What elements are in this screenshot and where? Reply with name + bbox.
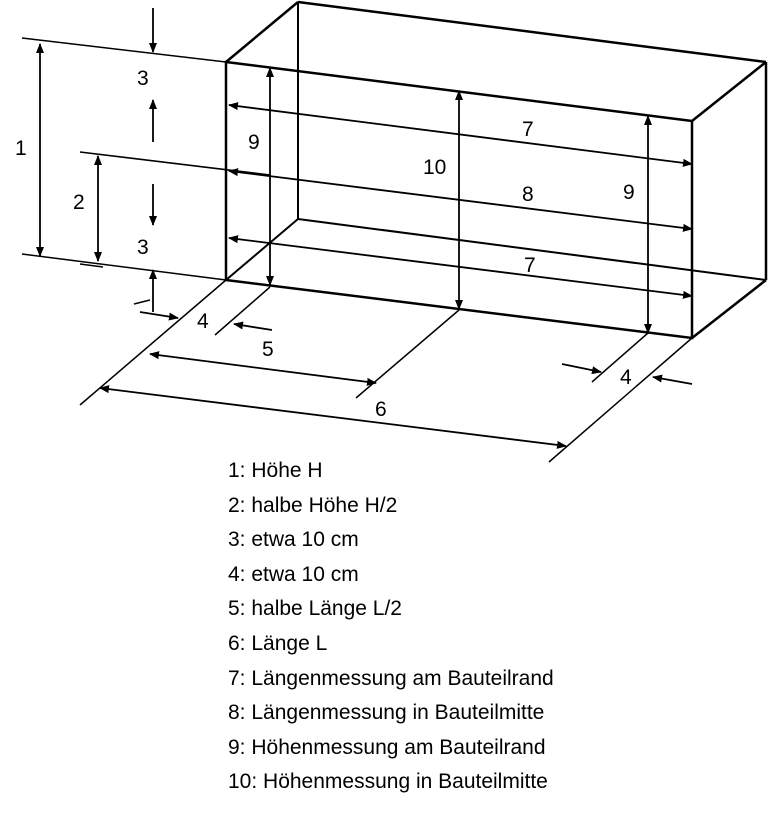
label-1: 1 [15, 137, 27, 160]
extension-lines [21, 37, 693, 463]
box-edge-bottom-right [691, 279, 767, 339]
legend-item: 5: halbe Länge L/2 [228, 597, 402, 621]
legend-item: 6: Länge L [228, 631, 328, 655]
legend: 1: Höhe H 2: halbe Höhe H/2 3: etwa 10 c… [228, 454, 554, 800]
ext-right-1 [548, 337, 693, 463]
legend-item: 10: Höhenmessung in Bauteilmitte [228, 770, 548, 794]
dimension-labels: 1 2 3 3 4 4 5 6 7 8 7 9 10 9 [15, 67, 635, 421]
label-6: 6 [375, 398, 387, 421]
label-9-left: 9 [248, 131, 260, 154]
box-hidden-edge-depth [225, 218, 299, 281]
arrow-7-bottom [228, 235, 693, 299]
label-2: 2 [73, 191, 85, 214]
ext-left-3 [133, 299, 151, 305]
arrow-4-right-in [561, 363, 602, 375]
arrow-4-right-out [652, 374, 693, 385]
ext-left-1 [79, 279, 227, 406]
ext-mid [355, 309, 460, 399]
component-box [224, 0, 768, 340]
box-edge-top-left [225, 1, 299, 63]
legend-item: 1: Höhe H [228, 459, 323, 482]
arrow-5-halbe-laenge [149, 351, 377, 386]
legend-item: 4: etwa 10 cm [228, 562, 359, 586]
label-7-top: 7 [522, 118, 534, 141]
label-4-left: 4 [197, 310, 209, 333]
label-8: 8 [522, 183, 534, 206]
box-hidden-edges [225, 2, 767, 281]
ext-top-2 [79, 151, 271, 176]
measurement-arrows [36, 8, 693, 449]
ext-top-1 [21, 37, 227, 63]
label-4-right: 4 [620, 366, 632, 389]
label-10: 10 [423, 156, 446, 179]
measurement-diagram: 1 2 3 3 4 4 5 6 7 8 7 9 10 9 [15, 0, 768, 463]
ext-bottom-2 [79, 263, 104, 268]
label-5: 5 [262, 338, 274, 361]
legend-item: 8: Längenmessung in Bauteilmitte [228, 701, 545, 725]
legend-item: 9: Höhenmessung am Bauteilrand [228, 735, 546, 759]
box-edge-top-right [691, 61, 767, 122]
legend-item: 2: halbe Höhe H/2 [228, 493, 398, 517]
legend-item: 3: etwa 10 cm [228, 528, 359, 552]
label-7-bottom: 7 [524, 254, 536, 277]
label-3-top: 3 [137, 67, 149, 90]
legend-item: 7: Längenmessung am Bauteilrand [228, 666, 554, 690]
arrow-4-left-in [139, 311, 179, 321]
label-9-right: 9 [623, 181, 635, 204]
arrow-4-left-out [233, 321, 273, 331]
box-edge-top-back [297, 0, 767, 64]
ext-bottom-1 [21, 253, 227, 281]
label-3-bottom: 3 [137, 236, 149, 259]
arrow-6-laenge [99, 385, 567, 449]
